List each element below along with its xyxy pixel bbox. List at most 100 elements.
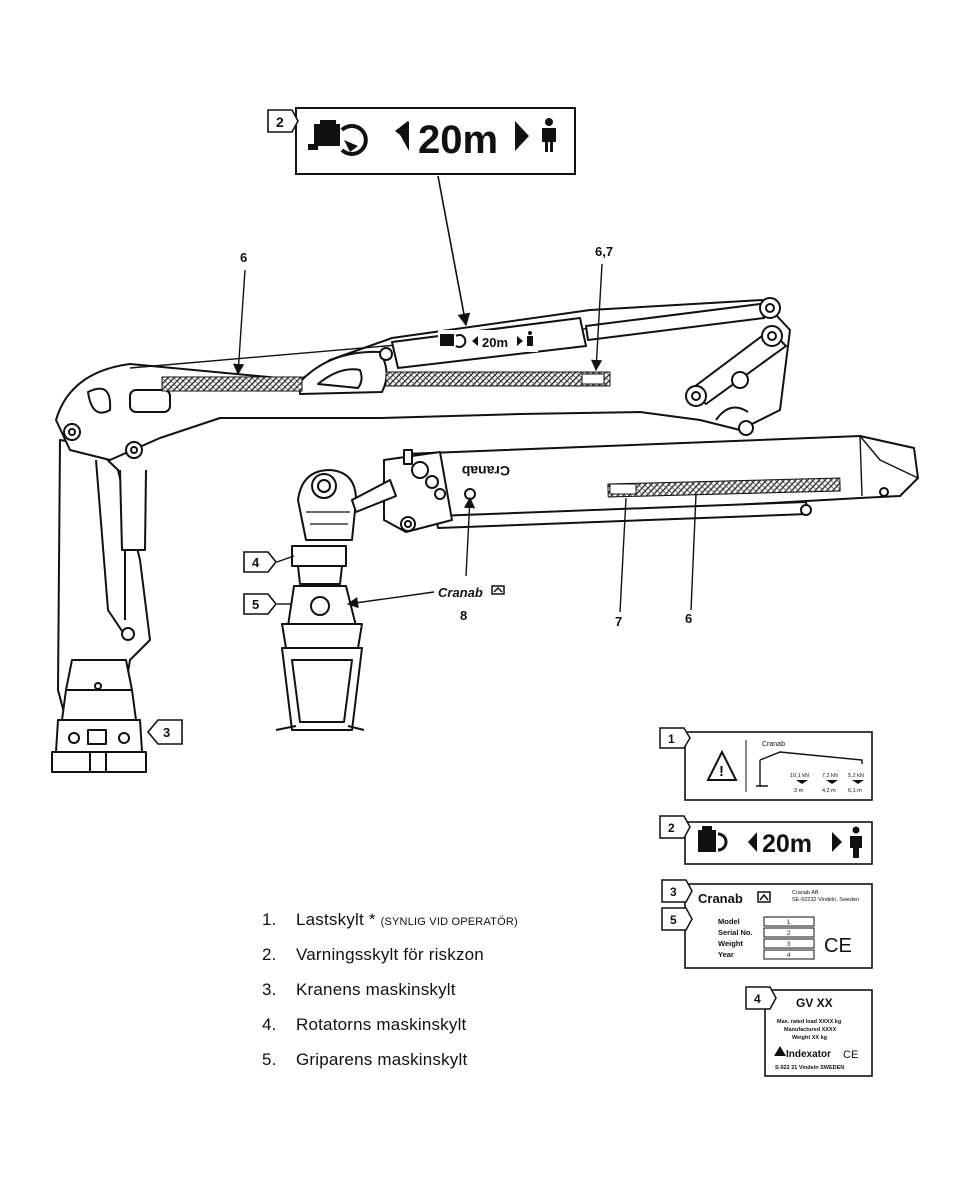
plate-1-reach-3: 6,1 m — [848, 788, 862, 794]
plate-4-line-1: Max. rated load XXXX kg — [777, 1019, 841, 1025]
plate-4-line-2: Manufactured XXXX — [784, 1027, 837, 1033]
arrow-right-icon — [515, 121, 529, 151]
indexator-logo-icon — [774, 1046, 786, 1056]
plate-3-field-weight: Weight — [718, 939, 743, 948]
top-sign-distance: 20m — [418, 118, 498, 162]
legend-item-number: 4. — [262, 1015, 277, 1034]
label-8: 8 — [460, 608, 467, 623]
decal-legend: 1. Lastskylt * (SYNLIG VID OPERATÖR) 2. Va… — [262, 910, 518, 1085]
plate-3-box-2: 2 — [787, 931, 791, 937]
leader-6-left — [233, 269, 246, 376]
plate-3-company: Cranab AB — [792, 890, 819, 896]
label-5-badge — [243, 593, 278, 615]
plate-3-ce-mark: CE — [824, 935, 852, 957]
plate-4-title: GV XX — [796, 996, 833, 1010]
slewing-cylinder — [119, 469, 147, 551]
jib-head — [383, 451, 453, 533]
plate-3-field-serial: Serial No. — [718, 928, 753, 937]
label-6-7: 6,7 — [595, 244, 613, 259]
boom-warning-sign: 20m — [438, 330, 538, 352]
crane-serial-plate-spot — [87, 729, 107, 745]
plate-4-number: 4 — [754, 992, 761, 1006]
leader-7 — [619, 497, 627, 613]
plate-1-brand: Cranab — [762, 741, 785, 748]
plate-3-box-3: 3 — [787, 942, 791, 948]
legend-item-1: 1. Lastskylt * (SYNLIG VID OPERATÖR) — [262, 910, 518, 945]
boom-sign-distance: 20m — [482, 335, 508, 350]
cranab-logo-icon — [491, 585, 505, 595]
plate-1-load-sign: 1 ! Cranab 10,1 kN 7,2 kN 5,2 kN 3 m 4,2… — [659, 727, 873, 801]
plate-1-load-3: 5,2 kN — [848, 773, 864, 779]
rotator — [291, 545, 347, 567]
plate-4-ce-mark: CE — [843, 1049, 858, 1061]
legend-item-text: Varningsskylt för riskzon — [296, 945, 484, 964]
legend-item-text: Rotatorns maskinskylt — [296, 1015, 467, 1034]
label-6-left: 6 — [240, 250, 247, 265]
plate-1-number: 1 — [668, 732, 675, 746]
label-4-badge — [243, 551, 278, 573]
leader-8 — [463, 496, 476, 577]
legend-item-5: 5. Griparens maskinskylt — [262, 1050, 518, 1085]
plate-1-load-2: 7,2 kN — [822, 773, 838, 779]
plate-3-field-model: Model — [718, 917, 740, 926]
plate-3-number: 3 — [670, 885, 677, 899]
plate-4-rotator-plate: 4 GV XX Max. rated load XXXX kg Manufact… — [745, 986, 873, 1077]
plate-3-logo-icon — [757, 891, 771, 903]
cranab-logo-text: Cranab — [438, 585, 483, 600]
plate-5-number: 5 — [670, 913, 677, 927]
warning-triangle-icon — [706, 749, 738, 781]
legend-item-3: 3. Kranens maskinskylt — [262, 980, 518, 1015]
callout-labels: 6 6,7 20m Cranab 4 5 Cranab 8 — [146, 244, 697, 745]
legend-item-number: 3. — [262, 980, 277, 999]
plate-2-person-icon — [850, 836, 862, 858]
plate-3-field-year: Year — [718, 950, 734, 959]
legend-item-number: 5. — [262, 1050, 277, 1069]
hatched-decal-mid — [385, 371, 611, 387]
boom-access-hatch — [129, 389, 171, 413]
leader-cranab-logo — [346, 591, 435, 609]
plate-2-distance: 20m — [762, 830, 812, 858]
legend-item-text: Kranens maskinskylt — [296, 980, 456, 999]
plate-1-reach-1: 3 m — [794, 788, 804, 794]
top-sign-number: 2 — [276, 114, 284, 130]
plate-3-box-4: 4 — [787, 953, 791, 959]
boom-brand-lettering: Cranab — [462, 463, 510, 479]
label-5: 5 — [252, 597, 259, 612]
crane-drawing — [51, 297, 919, 773]
plate-2-number: 2 — [668, 821, 675, 835]
plate-2-machine-icon — [717, 832, 728, 852]
label-6-bottom: 6 — [685, 611, 692, 626]
label-4: 4 — [252, 555, 260, 570]
legend-item-4: 4. Rotatorns maskinskylt — [262, 1015, 518, 1050]
label-3: 3 — [163, 725, 170, 740]
plate-4-brand: Indexator — [786, 1049, 831, 1060]
legend-item-text: Lastskylt * — [296, 910, 376, 929]
hatched-decal-left — [161, 376, 303, 392]
leader-6-bottom — [690, 493, 697, 611]
plate-3-brand: Cranab — [698, 891, 743, 906]
label-7: 7 — [615, 614, 622, 629]
plate-4-line-3: Weight XX kg — [792, 1035, 827, 1041]
plate-3-address: SE-92232 Vindeln, Sweden — [792, 897, 859, 903]
plate-1-load-1: 10,1 kN — [790, 773, 809, 779]
top-sign-number-badge — [267, 109, 299, 133]
plate-2-warning-sign: 2 20m — [659, 815, 873, 865]
plate-3-machine-plate: 3 5 Cranab Cranab AB SE-92232 Vindeln, S… — [661, 879, 873, 969]
hatched-decal-jib — [607, 477, 841, 498]
svg-text:!: ! — [719, 763, 724, 780]
mini-crane-icon — [756, 751, 863, 787]
top-warning-sign: 2 20m — [267, 107, 576, 175]
legend-item-2: 2. Varningsskylt för riskzon — [262, 945, 518, 980]
label-3-badge — [146, 719, 183, 745]
plate-1-reach-2: 4,2 m — [822, 788, 836, 794]
leader-line-top-sign — [437, 175, 471, 327]
legend-item-number: 1. — [262, 910, 277, 929]
leader-6-7 — [590, 263, 603, 372]
leader-4 — [276, 555, 295, 563]
legend-item-text: Griparens maskinskylt — [296, 1050, 468, 1069]
legend-item-number: 2. — [262, 945, 277, 964]
plate-4-address: S-922 21 Vindeln SWEDEN — [775, 1065, 844, 1071]
legend-item-note: (SYNLIG VID OPERATÖR) — [380, 916, 518, 928]
plate-3-box-1: 1 — [787, 920, 791, 926]
